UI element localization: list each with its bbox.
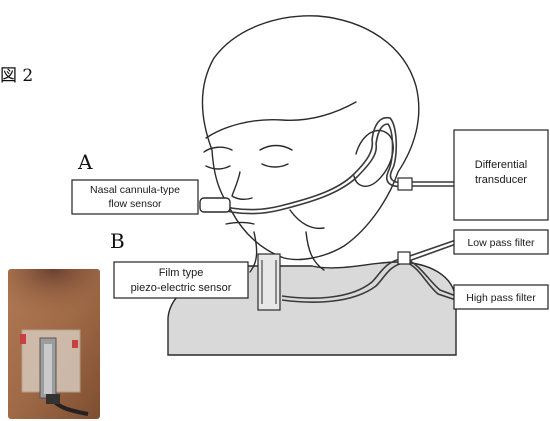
piezo-sensor-line2: piezo-electric sensor [131,282,232,294]
piezo-sensor-line1: Film type [159,267,204,279]
label-b: B [110,229,125,253]
label-a: A [77,150,93,174]
transducer-line1: Differential [475,159,527,171]
figure-label: 図 2 [0,66,33,86]
left-eye [206,166,230,169]
hairline [206,102,356,138]
sensor-photo [8,269,100,419]
right-brow [260,146,292,151]
transducer-line2: transducer [475,174,527,186]
high-pass-filter-label: High pass filter [466,292,536,304]
nasal-sensor-line1: Nasal cannula-type [90,184,180,196]
nose [232,172,252,199]
right-eye [262,164,288,167]
nasal-sensor-line2: flow sensor [108,198,162,210]
low-pass-filter-label: Low pass filter [467,237,535,249]
jaw-line [290,210,324,228]
left-brow [204,147,232,152]
piezo-sensor-patch [258,254,280,310]
